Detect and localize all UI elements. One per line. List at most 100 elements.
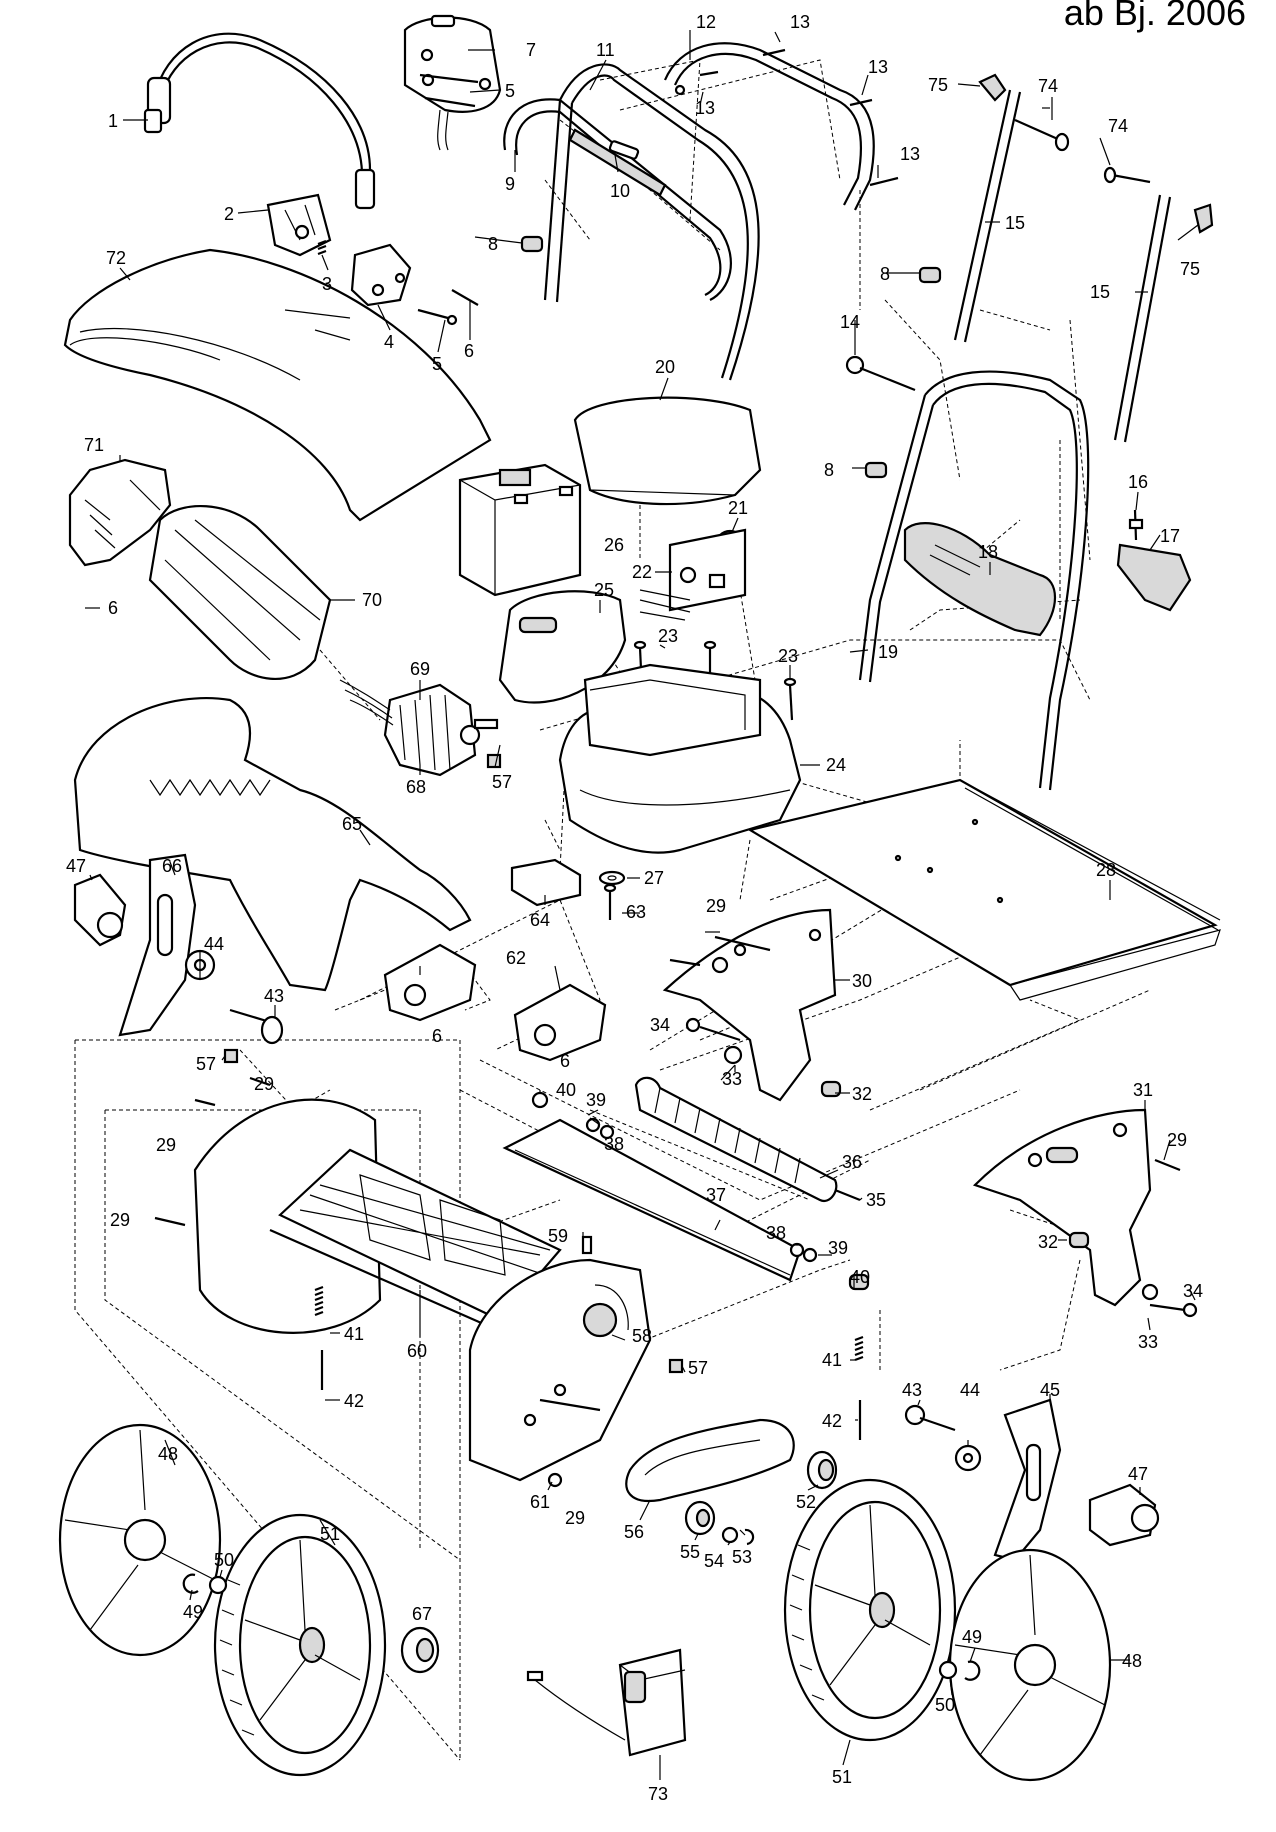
part-22-circuit-board (639, 528, 747, 621)
part-label-41: 41 (344, 1324, 364, 1344)
parts-75-knobs (978, 73, 1214, 234)
part-label-51: 51 (832, 1767, 852, 1787)
part-48-hubcap-right (948, 1548, 1112, 1782)
part-28-base-plate (747, 778, 1221, 1001)
part-label-39: 39 (586, 1090, 606, 1110)
part-17-lever (1116, 543, 1192, 612)
part-label-50: 50 (935, 1695, 955, 1715)
part-label-36: 36 (842, 1152, 862, 1172)
part-label-8: 8 (824, 460, 834, 480)
part-25-switch-lever (498, 590, 627, 704)
part-label-49: 49 (962, 1627, 982, 1647)
part-label-16: 16 (1128, 472, 1148, 492)
part-26-battery (458, 463, 582, 597)
screws-13 (699, 48, 899, 187)
part-label-8: 8 (880, 264, 890, 284)
part-24-main-housing (558, 663, 802, 854)
part-label-34: 34 (650, 1015, 670, 1035)
part-71-side-cover (68, 458, 172, 567)
part-label-27: 27 (644, 868, 664, 888)
part-label-44: 44 (204, 934, 224, 954)
part-label-55: 55 (680, 1542, 700, 1562)
part-label-18: 18 (978, 542, 998, 562)
part-label-6: 6 (108, 598, 118, 618)
part-48-hubcap-left (58, 1423, 222, 1657)
screws-switch (417, 73, 492, 326)
part-label-57: 57 (492, 772, 512, 792)
part-label-48: 48 (158, 1444, 178, 1464)
part-label-24: 24 (826, 755, 846, 775)
part-labels: 1 2 3 4 5 5 6 6 6 6 7 8 8 8 9 10 11 12 1… (66, 12, 1203, 1804)
part-label-57: 57 (196, 1054, 216, 1074)
part-43-bolt-left (229, 1008, 284, 1045)
part-label-13: 13 (900, 144, 920, 164)
part-label-33: 33 (722, 1069, 742, 1089)
part-label-47: 47 (1128, 1464, 1148, 1484)
part-label-29: 29 (706, 896, 726, 916)
part-label-22: 22 (632, 562, 652, 582)
part-66-side-plate (118, 853, 197, 1037)
parts-49-50-clips (182, 1573, 981, 1681)
part-label-29: 29 (156, 1135, 176, 1155)
part-label-59: 59 (548, 1226, 568, 1246)
part-label-65: 65 (342, 814, 362, 834)
part-label-6: 6 (464, 341, 474, 361)
part-label-43: 43 (264, 986, 284, 1006)
part-label-54: 54 (704, 1551, 724, 1571)
part-3-spring (317, 239, 327, 256)
part-label-42: 42 (344, 1391, 364, 1411)
part-label-44: 44 (960, 1380, 980, 1400)
part-label-38: 38 (604, 1134, 624, 1154)
part-label-72: 72 (106, 248, 126, 268)
part-label-66: 66 (162, 856, 182, 876)
part-4-switch-cover (350, 243, 412, 307)
part-9-handle-bar (503, 98, 732, 301)
part-label-6: 6 (560, 1051, 570, 1071)
screws-29-34 (154, 935, 1198, 1318)
part-64-block (510, 858, 582, 907)
part-65-rear-cover (73, 697, 472, 992)
part-label-2: 2 (224, 204, 234, 224)
part-label-73: 73 (648, 1784, 668, 1804)
part-62-brackets (383, 943, 607, 1062)
part-label-5: 5 (432, 354, 442, 374)
part-label-43: 43 (902, 1380, 922, 1400)
part-label-37: 37 (706, 1185, 726, 1205)
part-20-battery-cover (573, 396, 762, 506)
part-12-handle-bracket (663, 42, 875, 211)
part-27-washer (598, 870, 626, 886)
part-73-charger (526, 1648, 687, 1757)
parts-74-bolts (1014, 118, 1151, 184)
part-67-bearing (400, 1626, 440, 1674)
part-label-29: 29 (254, 1074, 274, 1094)
part-label-68: 68 (406, 777, 426, 797)
part-label-12: 12 (696, 12, 716, 32)
part-label-23: 23 (658, 626, 678, 646)
part-label-50: 50 (214, 1550, 234, 1570)
part-label-51: 51 (320, 1524, 340, 1544)
part-label-13: 13 (790, 12, 810, 32)
part-label-35: 35 (866, 1190, 886, 1210)
part-label-61: 61 (530, 1492, 550, 1512)
part-label-62: 62 (506, 948, 526, 968)
part-label-17: 17 (1160, 526, 1180, 546)
part-43-bolt-right (904, 1404, 956, 1432)
part-label-32: 32 (852, 1084, 872, 1104)
part-label-29: 29 (110, 1210, 130, 1230)
part-label-32: 32 (1038, 1232, 1058, 1252)
part-72-top-cover (63, 248, 492, 522)
part-69-motor (339, 679, 499, 777)
part-label-69: 69 (410, 659, 430, 679)
part-30-side-bracket (662, 908, 837, 1102)
part-16-pin (1128, 509, 1144, 541)
part-label-15: 15 (1090, 282, 1110, 302)
part-10-grip (568, 128, 667, 197)
part-41-springs (314, 1285, 864, 1362)
part-11-upper-handle (543, 63, 760, 381)
part-label-40: 40 (556, 1080, 576, 1100)
part-1-cable-harness (143, 32, 376, 210)
part-label-26: 26 (604, 535, 624, 555)
part-label-29: 29 (1167, 1130, 1187, 1150)
leader-lines (85, 30, 1199, 1780)
